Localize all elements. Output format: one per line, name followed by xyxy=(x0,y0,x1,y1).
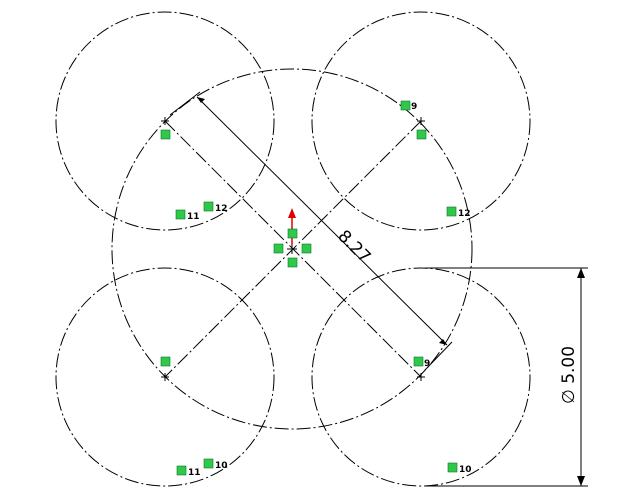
svg-text:12: 12 xyxy=(458,209,471,219)
relation-equal-icon xyxy=(175,209,186,220)
relation-coincident-icon xyxy=(287,228,298,239)
circle-top-right[interactable] xyxy=(311,11,531,231)
relation-tag[interactable]: 12 xyxy=(203,201,228,214)
center-circle[interactable] xyxy=(111,68,473,430)
svg-text:11: 11 xyxy=(188,468,201,478)
svg-text:12: 12 xyxy=(215,204,228,214)
relation-vertical-icon xyxy=(400,100,411,111)
relation-icons-center xyxy=(273,228,312,268)
dimension-diameter[interactable]: ∅ 5.00 xyxy=(425,267,588,487)
relation-equal-icon xyxy=(446,206,457,217)
relation-tag[interactable]: 9 xyxy=(424,359,430,369)
relation-equal-icon xyxy=(447,462,458,473)
relation-tag[interactable]: 11 xyxy=(175,209,200,222)
relation-tag[interactable]: 10 xyxy=(203,458,228,471)
relation-equal-icon xyxy=(203,458,214,469)
relation-tag[interactable]: 11 xyxy=(176,465,201,478)
relation-icons-corners xyxy=(160,100,427,367)
relation-vertical-icon xyxy=(287,257,298,268)
svg-text:9: 9 xyxy=(424,359,430,369)
relation-coincident-icon xyxy=(160,129,171,140)
diameter-dimension-label[interactable]: ∅ 5.00 xyxy=(559,346,579,404)
svg-text:11: 11 xyxy=(187,212,200,222)
origin-arrow-icon xyxy=(288,208,296,245)
svg-text:9: 9 xyxy=(411,102,417,112)
relation-equal-icon xyxy=(203,201,214,212)
circle-top-left[interactable] xyxy=(55,11,275,231)
relation-tag[interactable]: 10 xyxy=(447,462,472,475)
relation-horizontal-icon xyxy=(301,243,312,254)
relation-coincident-icon xyxy=(160,356,171,367)
relation-coincident-icon xyxy=(416,129,427,140)
relation-tag[interactable]: 9 xyxy=(411,102,417,112)
svg-text:10: 10 xyxy=(215,461,228,471)
relation-horizontal-icon xyxy=(273,243,284,254)
relation-equal-icon xyxy=(176,465,187,476)
center-markers xyxy=(161,117,425,381)
diagonal-dimension-label[interactable]: 8.27 xyxy=(333,226,374,267)
circle-bottom-right[interactable] xyxy=(311,267,531,487)
circle-bottom-left[interactable] xyxy=(55,267,275,487)
svg-text:10: 10 xyxy=(459,465,472,475)
equal-relation-tags: 11 12 9 12 11 10 10 9 xyxy=(175,102,472,478)
relation-tag[interactable]: 12 xyxy=(446,206,471,219)
relation-vertical-icon xyxy=(413,356,424,367)
